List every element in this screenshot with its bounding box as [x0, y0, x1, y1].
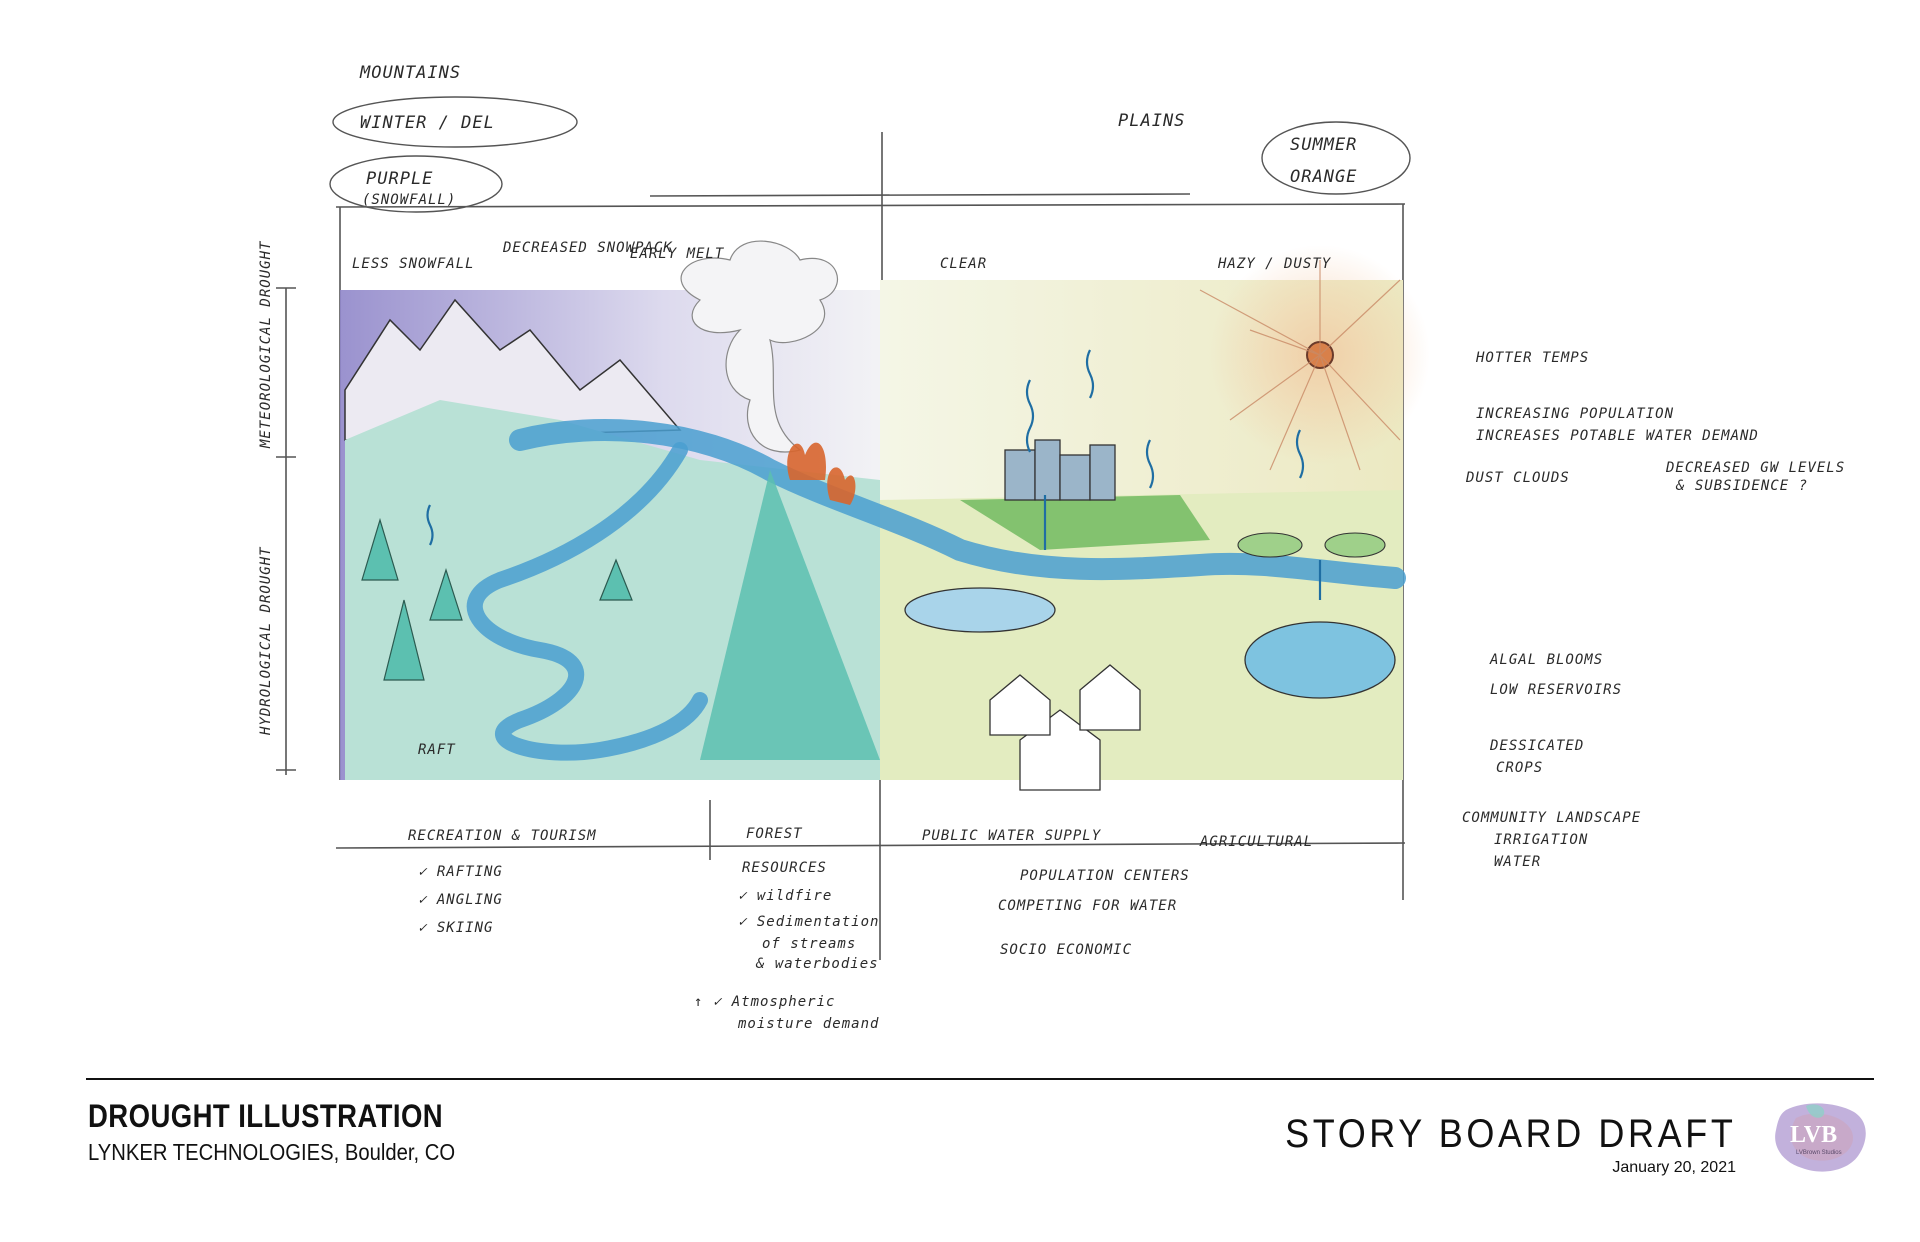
label-decreased-snowpack: DECREASED SNOWPACK: [502, 240, 673, 256]
label-subsidence: & SUBSIDENCE ?: [1675, 478, 1808, 494]
footer-left: DROUGHT ILLUSTRATION LYNKER TECHNOLOGIES…: [88, 1098, 505, 1166]
logo-subtext: LVBrown Studios: [1796, 1150, 1842, 1156]
fire-icon: [787, 442, 856, 505]
label-forest: FOREST: [746, 826, 803, 842]
label-less-snowfall: LESS SNOWFALL: [352, 256, 475, 272]
label-rafting: ✓ RAFTING: [418, 864, 503, 880]
label-plains: PLAINS: [1118, 111, 1185, 131]
label-angling: ✓ ANGLING: [418, 892, 503, 908]
label-atmospheric: ↑ ✓ Atmospheric: [694, 994, 835, 1010]
label-water: WATER: [1494, 854, 1541, 870]
label-irrigation: IRRIGATION: [1494, 832, 1588, 848]
label-crops: CROPS: [1496, 760, 1543, 776]
label-recreation-tourism: RECREATION & TOURISM: [408, 828, 597, 844]
label-hydrological-drought: HYDROLOGICAL DROUGHT: [258, 546, 274, 736]
label-of-streams: of streams: [762, 936, 856, 952]
label-decreased-gw: DECREASED GW LEVELS: [1665, 460, 1845, 476]
label-moisture-demand: moisture demand: [737, 1016, 879, 1032]
label-dust-clouds: DUST CLOUDS: [1465, 470, 1570, 486]
label-clear: CLEAR: [940, 256, 987, 272]
label-low-reservoirs: LOW RESERVOIRS: [1490, 682, 1622, 698]
handwritten-labels: MOUNTAINS WINTER / DEL PURPLE (SNOWFALL)…: [258, 63, 1845, 1032]
label-ellipses: [329, 96, 1411, 213]
studio-logo: LVB LVBrown Studios: [1775, 1103, 1866, 1172]
footer-divider: [86, 1078, 1874, 1080]
label-increasing-population: INCREASING POPULATION: [1476, 406, 1674, 422]
illustration-scene: [340, 240, 1430, 791]
storyboard-sketch: MOUNTAINS WINTER / DEL PURPLE (SNOWFALL)…: [258, 63, 1845, 1032]
city-icon: [1004, 439, 1116, 501]
document-subtitle: LYNKER TECHNOLOGIES, Boulder, CO: [88, 1139, 456, 1165]
draft-label: STORY BOARD DRAFT: [1284, 1112, 1736, 1156]
logo-text: LVB: [1790, 1122, 1837, 1148]
label-population-centers: POPULATION CENTERS: [1020, 868, 1190, 884]
label-summer: SUMMER: [1290, 135, 1357, 155]
label-hotter-temps: HOTTER TEMPS: [1475, 350, 1589, 366]
document-title: DROUGHT ILLUSTRATION: [88, 1098, 444, 1134]
label-increases-demand: INCREASES POTABLE WATER DEMAND: [1476, 428, 1759, 444]
label-socio-economic: SOCIO ECONOMIC: [1000, 942, 1132, 958]
label-sedimentation: ✓ Sedimentation: [738, 914, 879, 930]
label-hazy-dusty: HAZY / DUSTY: [1217, 256, 1332, 272]
label-early-melt: EARLY MELT: [630, 246, 725, 262]
label-desiccated: DESSICATED: [1489, 738, 1584, 754]
label-waterbodies: & waterbodies: [755, 956, 879, 972]
label-purple: PURPLE: [366, 169, 433, 189]
label-competing-for-water: COMPETING FOR WATER: [998, 898, 1177, 914]
label-winter: WINTER / DEL: [360, 113, 495, 133]
label-mountains: MOUNTAINS: [359, 63, 461, 83]
label-resources: RESOURCES: [742, 860, 827, 876]
draft-date: January 20, 2021: [1612, 1159, 1736, 1176]
label-orange: ORANGE: [1290, 167, 1357, 187]
label-meteorological-drought: METEOROLOGICAL DROUGHT: [258, 240, 274, 449]
label-agricultural: AGRICULTURAL: [1199, 834, 1313, 850]
label-public-water-supply: PUBLIC WATER SUPPLY: [922, 828, 1102, 844]
label-algal-blooms: ALGAL BLOOMS: [1489, 652, 1603, 668]
label-snowfall: (SNOWFALL): [362, 192, 456, 208]
label-skiing: ✓ SKIING: [418, 920, 493, 936]
label-community-landscape: COMMUNITY LANDSCAPE: [1462, 810, 1641, 826]
label-raft: RAFT: [418, 742, 456, 758]
label-wildfire: ✓ wildfire: [738, 888, 832, 904]
river: [509, 419, 1406, 589]
footer-right: STORY BOARD DRAFT January 20, 2021: [1235, 1112, 1736, 1177]
